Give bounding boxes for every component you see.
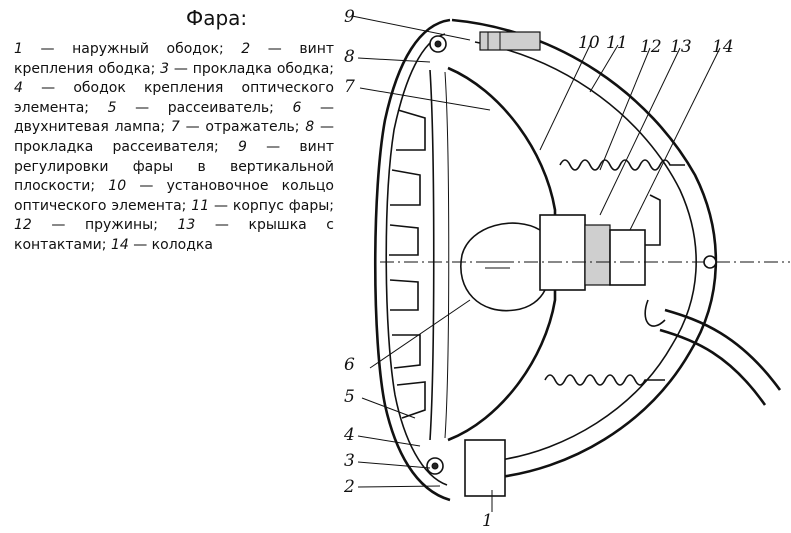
- bottom-bracket: [464, 439, 506, 497]
- legend-num: 4: [14, 80, 23, 97]
- callout-3: 3: [344, 451, 355, 471]
- legend-item-3: 3 — прокладка ободка;: [160, 61, 334, 77]
- legend-num: 8: [305, 119, 315, 136]
- legend-num: 13: [177, 217, 196, 234]
- callout-2: 2: [343, 477, 355, 497]
- legend-desc: — винт регулировки фары в вертикальной п…: [14, 138, 335, 195]
- legend-desc: — установочное кольцо оптического элемен…: [14, 178, 334, 214]
- legend-item-7: 7 — отражатель;: [171, 119, 300, 135]
- connector-block: [609, 229, 646, 286]
- callout-6: 6: [344, 355, 355, 375]
- legend-item-4: 4 — ободок крепления оптического элемент…: [14, 80, 334, 116]
- legend-desc: — пружины;: [51, 217, 158, 234]
- callout-1: 1: [482, 511, 493, 531]
- callout-12: 12: [640, 37, 662, 57]
- legend-desc: — колодка: [133, 236, 213, 253]
- legend-num: 3: [160, 60, 170, 77]
- legend-num: 14: [110, 236, 129, 253]
- lens-inner: [444, 71, 450, 439]
- housing-shell: [451, 18, 718, 480]
- legend-item-2: 2 — винт крепления ободка;: [14, 41, 334, 77]
- reflector: [447, 66, 557, 442]
- legend-item-8: 8 — прокладка рассеивателя;: [14, 119, 334, 155]
- legend-item-12: 12 — пружины;: [14, 217, 158, 233]
- legend-num: 1: [14, 41, 23, 57]
- legend-desc: — прокладка ободка;: [173, 60, 335, 77]
- legend-num: 2: [241, 41, 251, 57]
- rim-ribs: [389, 109, 426, 419]
- legend-item-9: 9 — винт регулировки фары в вертикальной…: [14, 139, 334, 194]
- legend-item-5: 5 — рассеиватель;: [108, 100, 274, 116]
- spring-top: [559, 159, 685, 171]
- callout-4: 4: [343, 425, 355, 445]
- callout-9: 9: [344, 7, 355, 27]
- callout-13: 13: [670, 37, 692, 57]
- legend-desc: — винт крепления ободка;: [14, 41, 335, 77]
- lamp-socket: [539, 214, 586, 291]
- legend-num: 7: [170, 119, 180, 136]
- callout-7: 7: [344, 77, 355, 97]
- lamp-bulb: [460, 222, 546, 312]
- legend-text: 1 — наружный ободок; 2 — винт крепления …: [14, 40, 334, 256]
- cable: [659, 308, 782, 406]
- legend-desc: — корпус фары;: [214, 197, 335, 214]
- legend-num: 11: [191, 197, 210, 214]
- callout-11: 11: [606, 33, 628, 53]
- legend-item-6: 6 — двухнитевая лампа;: [14, 100, 334, 136]
- figure-title: Фара:: [186, 6, 248, 30]
- spring-bottom: [544, 374, 665, 386]
- adjust-screw-head: [479, 31, 541, 51]
- legend-desc: — ободок крепления оптического элемента;: [14, 80, 334, 116]
- legend-num: 10: [108, 178, 127, 195]
- legend-num: 9: [238, 138, 247, 155]
- legend-num: 5: [107, 99, 117, 116]
- contact-cover: [584, 224, 611, 286]
- legend-item-14: 14 — колодка: [111, 237, 213, 253]
- legend-num: 12: [14, 217, 32, 234]
- legend-desc: — крышка с контактами;: [14, 217, 335, 253]
- callout-14: 14: [712, 37, 734, 57]
- callout-5: 5: [344, 387, 355, 407]
- lens: [429, 69, 435, 441]
- housing-inner-line: [474, 41, 697, 461]
- legend-desc: — рассеиватель;: [135, 99, 274, 116]
- leader-lines: [351, 15, 721, 512]
- legend-desc: — двухнитевая лампа;: [14, 99, 335, 136]
- legend-desc: — отражатель;: [185, 119, 300, 136]
- callout-8: 8: [344, 47, 355, 67]
- legend-item-1: 1 — наружный ободок;: [14, 41, 224, 57]
- callout-10: 10: [578, 33, 600, 53]
- legend-item-10: 10 — установочное кольцо оптического эле…: [14, 178, 334, 214]
- legend-item-11: 11 — корпус фары;: [191, 198, 334, 214]
- legend-desc: — наружный ободок;: [40, 41, 224, 57]
- legend-num: 6: [292, 99, 302, 116]
- outer-rim: [373, 18, 451, 502]
- legend-desc: — прокладка рассеивателя;: [14, 119, 334, 155]
- legend-item-13: 13 — крышка с контактами;: [14, 217, 334, 253]
- lamp-filament: [485, 261, 510, 269]
